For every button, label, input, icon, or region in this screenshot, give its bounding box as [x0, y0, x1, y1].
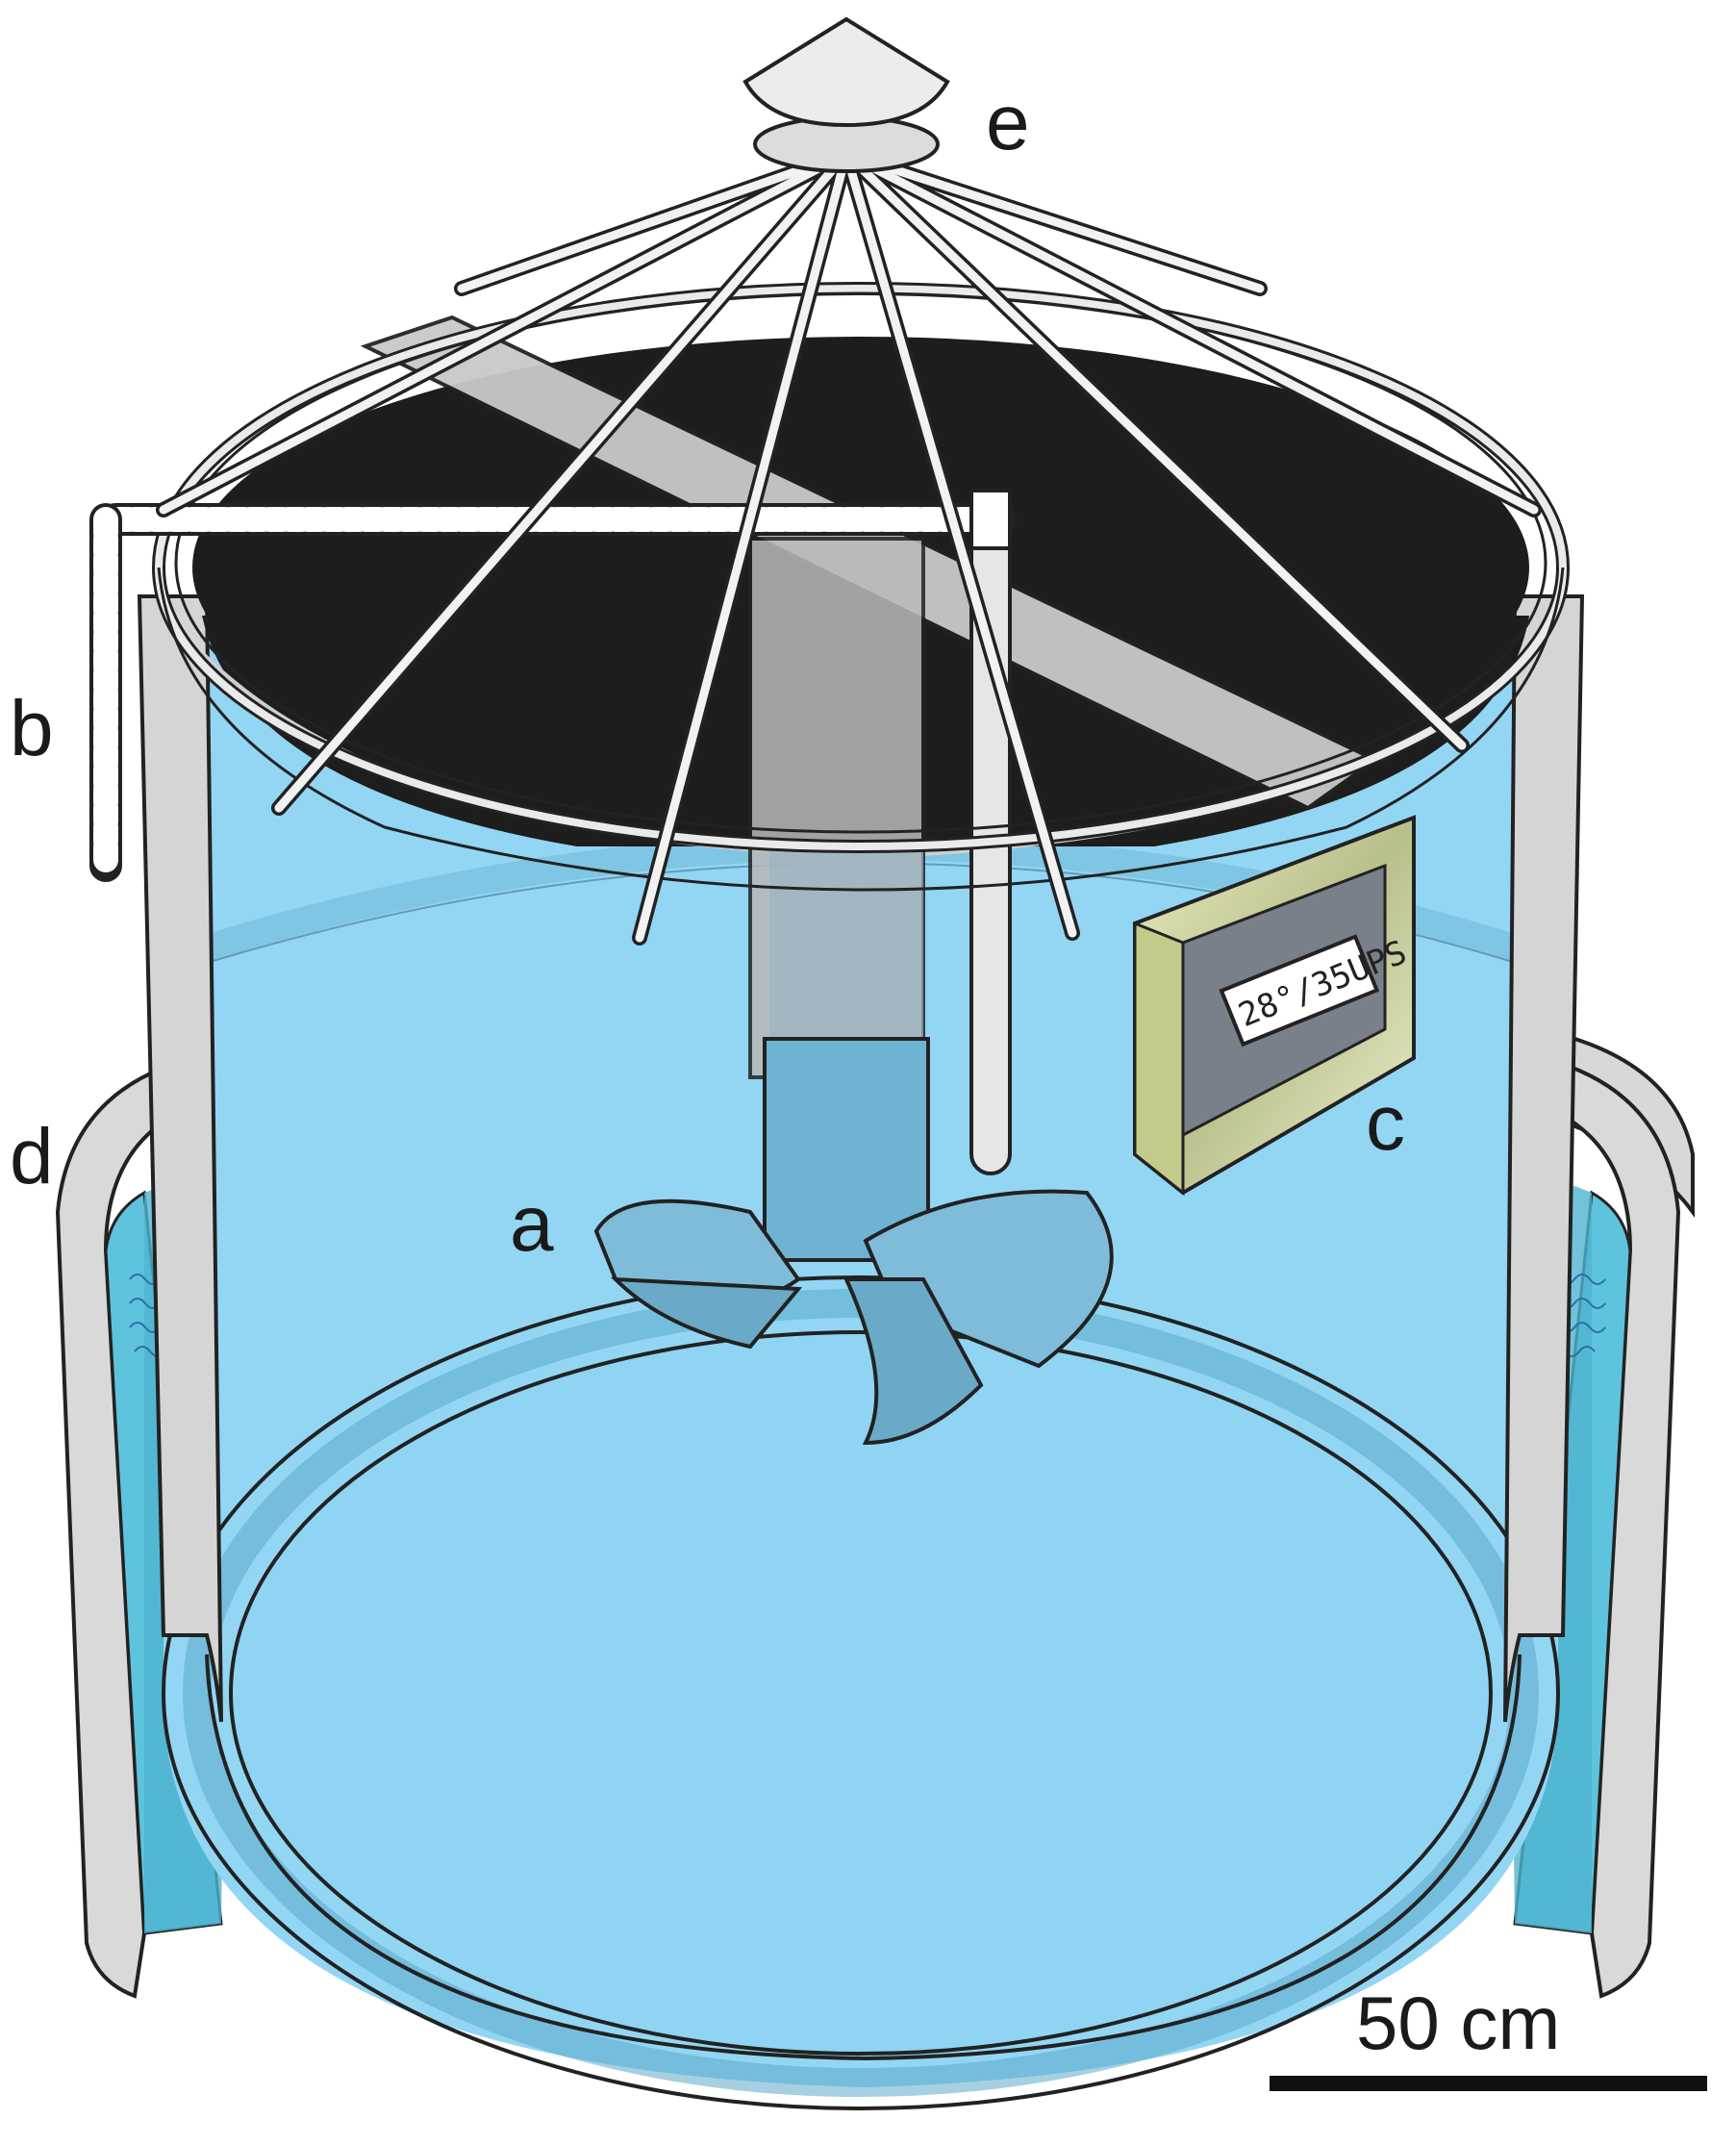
- label-b: b: [10, 685, 54, 772]
- label-e: e: [986, 79, 1030, 166]
- label-a: a: [510, 1180, 554, 1268]
- lid-cone-icon: [156, 16, 1542, 946]
- air-hose-icon: [89, 489, 1017, 882]
- label-c: c: [1366, 1079, 1405, 1167]
- scale-bar-line: [1270, 2076, 1707, 2091]
- sensor-box-icon: 28°/35UPS: [1133, 815, 1416, 1197]
- label-d: d: [10, 1113, 54, 1200]
- propeller-icon: [593, 1037, 1114, 1446]
- scale-bar-label: 50 cm: [1356, 1981, 1560, 2065]
- scale-bar: 50 cm: [1270, 1981, 1707, 2091]
